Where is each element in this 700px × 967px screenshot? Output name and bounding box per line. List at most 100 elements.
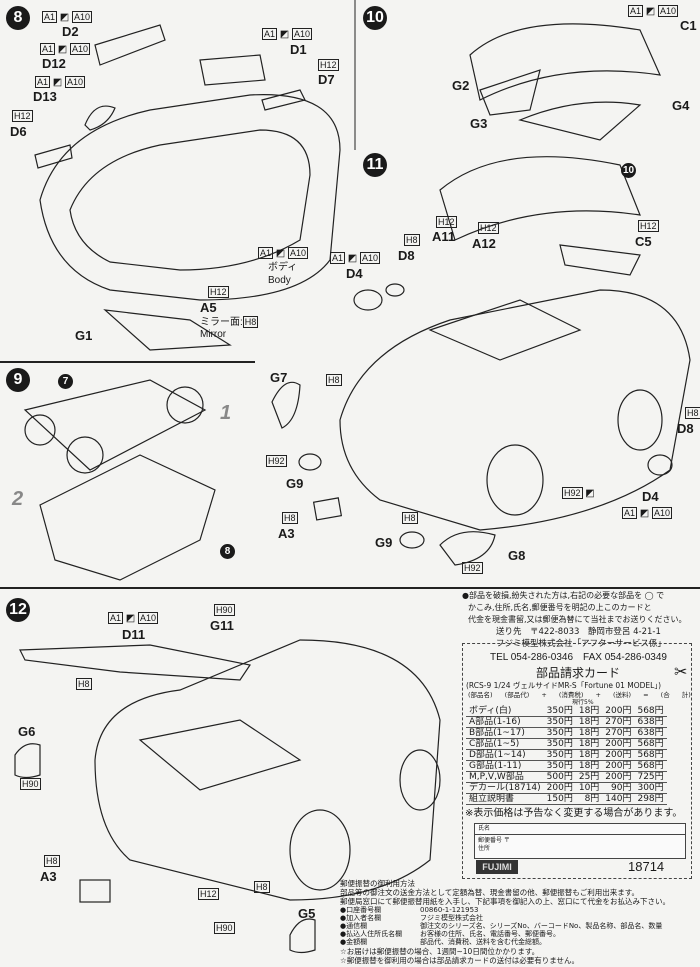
price-cell: 725円: [634, 771, 667, 783]
hardtop-drawing: [469, 23, 661, 101]
scissors-icon: ✂: [674, 664, 688, 681]
step-10-marker: 10: [363, 6, 387, 30]
price-cell: 200円: [602, 771, 635, 783]
part-label-d12: D12: [42, 56, 66, 71]
price-cell: 500円: [543, 771, 576, 783]
part-label-d1: D1: [290, 42, 307, 57]
part-d7-drawing: [261, 89, 306, 111]
color-callout: H12: [12, 110, 33, 122]
price-cell: 10円: [575, 782, 603, 794]
price-cell: 25円: [575, 771, 603, 783]
price-cell: 200円: [602, 760, 635, 772]
part-label-g1: G1: [75, 328, 93, 343]
color-callout: A1 ◩ A10: [330, 252, 381, 264]
part-name-cell: G部品(1-11): [466, 760, 544, 772]
body-underside-drawing: [39, 454, 216, 581]
notice-company: フジミ模型株式会社「アフターサービス係」: [496, 639, 666, 649]
notice-line-3: 代金を現金書留,又は郵便為替にて当社までお送りください。: [468, 615, 687, 624]
part-label-d4-right: D4: [642, 489, 659, 504]
notice-address: 送り先 〒422-8033 静岡市登呂 4-21-1: [496, 627, 661, 637]
price-cell: 350円: [543, 749, 576, 761]
postal-item: ●金額欄部品代、消費税、送料を含む代金総額。: [340, 938, 662, 946]
price-cell: 568円: [634, 738, 667, 750]
price-cell: 18円: [575, 706, 603, 717]
postal-item-label: ●払込人住所氏名欄: [340, 930, 403, 938]
price-cell: 350円: [543, 738, 576, 750]
price-cell: 638円: [634, 727, 667, 739]
postal-item: ●通信欄御注文のシリーズ名、シリーズNo、バーコードNo、製品名称、部品名、数量: [340, 922, 662, 930]
step-12-marker: 12: [6, 598, 30, 622]
postal-intro-1: 部品等の御注文の送金方法として定額為替、現金書留の他、郵便振替もご利用出来ます。: [340, 888, 640, 897]
part-label-g9-right: G9: [375, 535, 393, 550]
postal-item: ●加入者名欄フジミ模型株式会社: [340, 914, 662, 922]
color-callout: H12: [436, 216, 457, 228]
part-name-cell: ボディ(白): [466, 706, 544, 717]
part-label-g5: G5: [298, 906, 316, 921]
part-d1-drawing: [199, 54, 266, 86]
part-label-a3-12: A3: [40, 869, 57, 884]
color-callout: H8: [76, 678, 92, 690]
price-cell: 350円: [543, 706, 576, 717]
step-9-marker: 9: [6, 368, 30, 392]
color-callout: A1 ◩ A10: [108, 612, 159, 624]
postal-field-label: 郵便番号 〒: [478, 837, 510, 844]
postal-intro-2: 郵便局窓口にて郵便振替用紙を入手し、下記事項を御記入の上、窓口にて代金をお払込み…: [340, 897, 670, 906]
fujimi-logo: FUJIMI: [476, 860, 518, 874]
step-reference-7: 7: [58, 374, 73, 389]
parts-request-card: [462, 643, 692, 879]
sub-step-1: 1: [220, 402, 232, 424]
part-d6-drawing: [34, 144, 73, 169]
color-callout: A1 ◩ A10: [40, 43, 91, 55]
color-callout: H8: [44, 855, 60, 867]
color-callout: A1 ◩ A10: [258, 247, 309, 259]
card-headers: (部品名) (部品代) + (消費税) + (送料) = (合 計): [468, 691, 691, 699]
part-label-g11: G11: [210, 618, 234, 633]
address-box[interactable]: 氏名 郵便番号 〒 住所: [474, 823, 686, 859]
price-cell: 270円: [602, 716, 635, 728]
price-cell: 90円: [602, 782, 635, 794]
part-c5-drawing: [559, 244, 641, 276]
part-label-c5: C5: [635, 234, 652, 249]
price-cell: 270円: [602, 727, 635, 739]
car-drawing-11: [339, 289, 691, 531]
car-drawing-12: [94, 639, 441, 901]
color-callout: H92: [266, 455, 287, 467]
price-cell: 300円: [634, 782, 667, 794]
color-callout: H12: [318, 59, 339, 71]
mirror-label-en: Mirror: [200, 329, 227, 340]
sub-step-2: 2: [12, 488, 24, 510]
price-cell: 298円: [634, 793, 667, 805]
postal-item-label: ●金額欄: [340, 938, 368, 946]
price-cell: 8円: [575, 793, 603, 805]
part-d2-drawing: [94, 24, 166, 66]
color-callout: H90: [20, 778, 41, 790]
part-name-cell: 組立説明書: [466, 793, 544, 805]
postal-item-value: 00860-1-121953: [420, 906, 479, 914]
chassis-drawing: [23, 379, 207, 471]
address-field-label: 住所: [478, 845, 491, 852]
color-callout: H12: [198, 888, 219, 900]
price-cell: 140円: [602, 793, 635, 805]
name-field-label: 氏名: [478, 825, 491, 832]
color-callout: A1 ◩ A10: [35, 76, 86, 88]
part-name-cell: D部品(1~14): [466, 749, 544, 761]
postal-item-value: フジミ模型株式会社: [420, 914, 483, 922]
price-cell: 200円: [602, 706, 635, 717]
part-label-d11: D11: [122, 627, 146, 642]
color-callout: H90: [214, 604, 235, 616]
part-name-cell: A部品(1-16): [466, 716, 544, 728]
color-callout: A1 ◩ A10: [42, 11, 93, 23]
price-cell: 350円: [543, 760, 576, 772]
color-callout: H12: [638, 220, 659, 232]
price-cell: 200円: [602, 749, 635, 761]
color-callout: H12: [478, 222, 499, 234]
price-cell: 350円: [543, 716, 576, 728]
